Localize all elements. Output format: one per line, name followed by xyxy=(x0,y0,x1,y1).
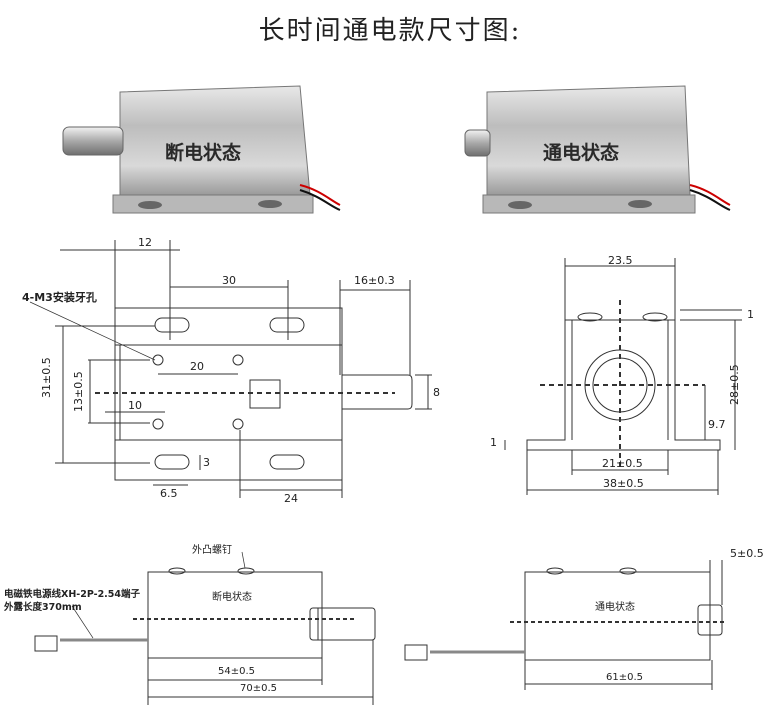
dim-10: 10 xyxy=(128,399,142,412)
photo-powered xyxy=(464,85,731,214)
hole-note: 4-M3安装牙孔 xyxy=(22,291,97,304)
dim-23-5: 23.5 xyxy=(608,254,633,267)
dim-38: 38±0.5 xyxy=(603,477,644,490)
photo-label-unpowered: 断电状态 xyxy=(165,142,242,164)
side-view-unpowered xyxy=(34,551,376,705)
wire-note-1: 电磁铁电源线XH-2P-2.54端子 xyxy=(4,589,141,600)
end-view xyxy=(504,258,742,495)
dim-16: 16±0.3 xyxy=(354,274,395,287)
dim-8: 8 xyxy=(433,386,440,399)
dim-70: 70±0.5 xyxy=(240,683,278,694)
dim-30: 30 xyxy=(222,274,236,287)
dim-28: 28±0.5 xyxy=(728,364,741,405)
side-view-powered xyxy=(404,560,725,690)
dim-1-left: 1 xyxy=(490,436,497,449)
state-label-unpowered: 断电状态 xyxy=(212,592,252,603)
screw-note: 外凸螺钉 xyxy=(192,545,232,556)
state-label-powered: 通电状态 xyxy=(595,602,635,613)
top-view xyxy=(29,240,432,498)
page-title: 长时间通电款尺寸图: xyxy=(258,16,522,46)
dim-12: 12 xyxy=(138,236,152,249)
dim-24: 24 xyxy=(284,492,298,505)
dim-54: 54±0.5 xyxy=(218,666,256,677)
dim-31: 31±0.5 xyxy=(40,357,53,398)
dim-20: 20 xyxy=(190,360,204,373)
wire-note-2: 外露长度370mm xyxy=(4,602,82,613)
photo-label-powered: 通电状态 xyxy=(543,142,620,164)
dim-13: 13±0.5 xyxy=(72,371,85,412)
dim-6-5: 6.5 xyxy=(160,487,178,500)
photo-unpowered xyxy=(62,85,341,214)
dim-5: 5±0.5 xyxy=(730,547,764,560)
dim-61: 61±0.5 xyxy=(606,672,644,683)
dim-1-top: 1 xyxy=(747,308,754,321)
dim-3: 3 xyxy=(203,456,210,469)
dim-21: 21±0.5 xyxy=(602,457,643,470)
dim-9-7: 9.7 xyxy=(708,418,726,431)
